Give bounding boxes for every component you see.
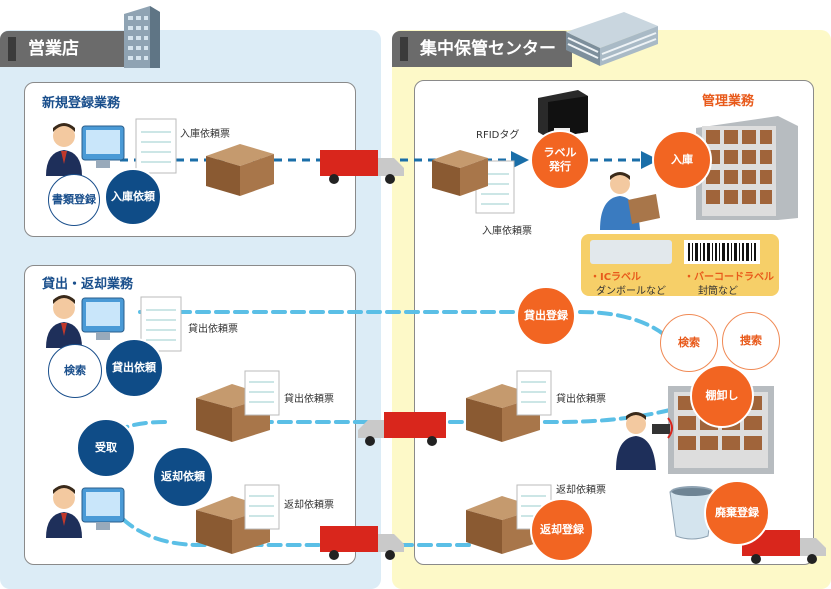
barcode-label-sub: 封筒など: [698, 286, 738, 297]
search-bubble: 検索: [48, 344, 102, 398]
return-request-form-label: 返却依頼票: [556, 485, 606, 496]
warehouse-worker-icon: [600, 172, 660, 230]
truck-icon: [320, 150, 404, 184]
office-building-icon: [124, 6, 160, 68]
inventory-bubble: 棚卸し: [690, 364, 754, 428]
barcode-icon: [684, 240, 760, 264]
storage-shelf-icon: [696, 116, 798, 220]
ic-label-sample: [590, 240, 672, 264]
management-title: 管理業務: [702, 94, 755, 109]
cardboard-box-icon: [432, 150, 488, 196]
operator-at-pc-icon: [46, 295, 125, 348]
receipt-request-form-label: 入庫依頼票: [180, 129, 230, 140]
center-search-bubble: 検索: [660, 314, 718, 372]
document-icon: [244, 370, 280, 416]
document-icon: [135, 118, 177, 174]
disposal-registration-bubble: 廃棄登録: [704, 480, 770, 546]
operator-at-pc-icon: [46, 485, 125, 538]
center-find-bubble: 捜索: [722, 312, 780, 370]
trash-can-icon: [669, 486, 715, 540]
receive-bubble: 受取: [76, 418, 136, 478]
new-registration-title: 新規登録業務: [42, 96, 121, 111]
receipt-request-bubble: 入庫依頼: [104, 168, 162, 226]
truck-icon: [320, 526, 404, 560]
lending-request-bubble: 貸出依頼: [104, 338, 164, 398]
lending-return-title: 貸出・返却業務: [42, 277, 134, 292]
receipt-bubble: 入庫: [652, 130, 712, 190]
receipt-request-form-label: 入庫依頼票: [482, 226, 532, 237]
center-section-title: 集中保管センター: [392, 31, 572, 67]
lending-request-form-label: 貸出依頼票: [556, 394, 606, 405]
cardboard-box-icon: [206, 144, 274, 196]
document-registration-bubble: 書類登録: [48, 174, 100, 226]
lending-registration-bubble: 貸出登録: [516, 286, 576, 346]
barcode-label-text: ・バーコードラベル: [684, 272, 774, 283]
warehouse-building-icon: [566, 12, 658, 66]
ic-label-text: ・ICラベル: [590, 272, 642, 283]
ic-label-sub: ダンボールなど: [596, 286, 666, 297]
scanner-worker-icon: [616, 412, 673, 470]
return-registration-bubble: 返却登録: [530, 498, 594, 562]
lending-request-form-label: 貸出依頼票: [188, 324, 238, 335]
label-issue-bubble: ラベル 発行: [530, 130, 590, 190]
truck-icon: [358, 412, 446, 446]
operator-at-pc-icon: [46, 123, 125, 176]
lending-return-box: [24, 265, 356, 565]
rfid-tag-label: RFIDタグ: [476, 130, 520, 141]
return-request-bubble: 返却依頼: [152, 446, 214, 508]
return-request-form-label: 返却依頼票: [284, 500, 334, 511]
truck-icon: [742, 530, 826, 564]
document-icon: [244, 484, 280, 530]
document-icon: [516, 370, 552, 416]
lending-request-form-label: 貸出依頼票: [284, 394, 334, 405]
